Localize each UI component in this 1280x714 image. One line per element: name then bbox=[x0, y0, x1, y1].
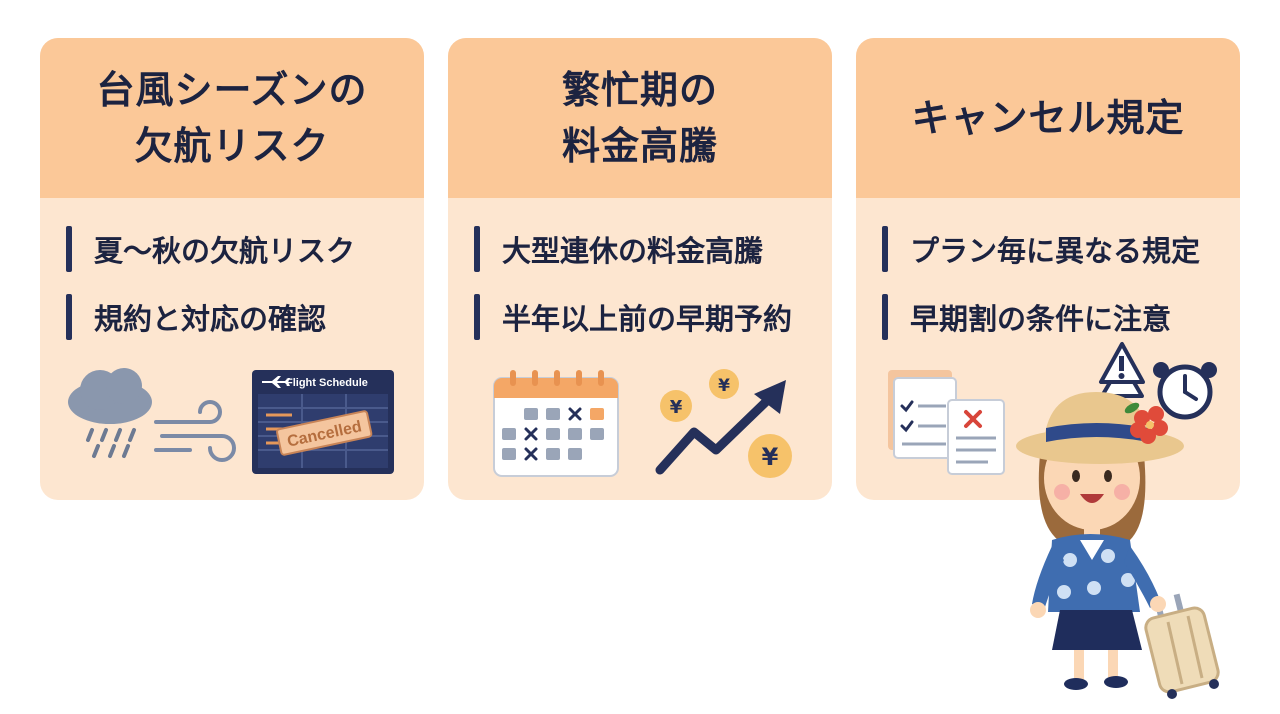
yen-coin-icon: ¥ bbox=[748, 434, 792, 478]
bullet-text: 夏〜秋の欠航リスク bbox=[94, 234, 356, 268]
bullet-list: 夏〜秋の欠航リスク 規約と対応の確認 bbox=[40, 198, 424, 340]
bullet-bar bbox=[474, 294, 480, 340]
bullet-item: 規約と対応の確認 bbox=[66, 294, 424, 340]
documents-illustration bbox=[888, 364, 1144, 475]
bullet-text: 半年以上前の早期予約 bbox=[502, 302, 793, 336]
suitcase-icon bbox=[1144, 593, 1220, 699]
bullet-text: 大型連休の料金高騰 bbox=[502, 234, 764, 268]
traveler-character bbox=[1016, 392, 1184, 690]
card-header: 台風シーズンの 欠航リスク bbox=[40, 38, 424, 198]
rain-cloud-icon bbox=[68, 368, 152, 458]
flight-board-icon: Flight Schedule Cancelled bbox=[252, 370, 394, 474]
svg-text:¥: ¥ bbox=[762, 443, 779, 471]
card-header: キャンセル規定 bbox=[856, 38, 1240, 198]
bullet-bar bbox=[882, 294, 888, 340]
bullet-item: 半年以上前の早期予約 bbox=[474, 294, 832, 340]
calendar-icon bbox=[493, 370, 619, 477]
bullet-bar bbox=[474, 226, 480, 272]
bullet-item: 夏〜秋の欠航リスク bbox=[66, 226, 424, 272]
alarm-clock-icon bbox=[1153, 362, 1217, 420]
bullet-text: 規約と対応の確認 bbox=[94, 302, 327, 336]
bullet-item: 大型連休の料金高騰 bbox=[474, 226, 832, 272]
bullet-text: プラン毎に異なる規定 bbox=[910, 234, 1201, 268]
card-header: 繁忙期の 料金高騰 bbox=[448, 38, 832, 198]
bullet-bar bbox=[66, 226, 72, 272]
card-typhoon: 台風シーズンの 欠航リスク 夏〜秋の欠航リスク 規約と対応の確認 bbox=[40, 38, 424, 500]
hibiscus-icon bbox=[1124, 402, 1168, 444]
card-peak-season: 繁忙期の 料金高騰 大型連休の料金高騰 半年以上前の早期予約 bbox=[448, 38, 832, 500]
svg-text:¥: ¥ bbox=[670, 397, 683, 418]
yen-coin-icon: ¥ bbox=[660, 390, 692, 422]
price-illustration: ¥ ¥ ¥ bbox=[493, 369, 792, 478]
yen-coin-icon: ¥ bbox=[709, 369, 739, 399]
svg-text:¥: ¥ bbox=[718, 376, 730, 396]
card-title: 繁忙期の 料金高騰 bbox=[561, 68, 718, 168]
rising-arrow-icon bbox=[655, 380, 786, 475]
typhoon-illustration: Flight Schedule Cancelled bbox=[68, 368, 394, 474]
bullet-list: 大型連休の料金高騰 半年以上前の早期予約 bbox=[448, 198, 832, 340]
card-title: キャンセル規定 bbox=[911, 96, 1185, 140]
bullet-text: 早期割の条件に注意 bbox=[910, 302, 1172, 336]
bullet-list: プラン毎に異なる規定 早期割の条件に注意 bbox=[856, 198, 1240, 340]
bullet-item: プラン毎に異なる規定 bbox=[882, 226, 1240, 272]
warning-icon bbox=[1099, 342, 1145, 384]
bullet-bar bbox=[882, 226, 888, 272]
card-title: 台風シーズンの 欠航リスク bbox=[96, 68, 368, 168]
bullet-item: 早期割の条件に注意 bbox=[882, 294, 1240, 340]
flight-board-title: Flight Schedule bbox=[286, 377, 368, 389]
rejected-document-icon bbox=[947, 399, 1005, 475]
bullet-bar bbox=[66, 294, 72, 340]
wind-icon bbox=[154, 400, 236, 462]
